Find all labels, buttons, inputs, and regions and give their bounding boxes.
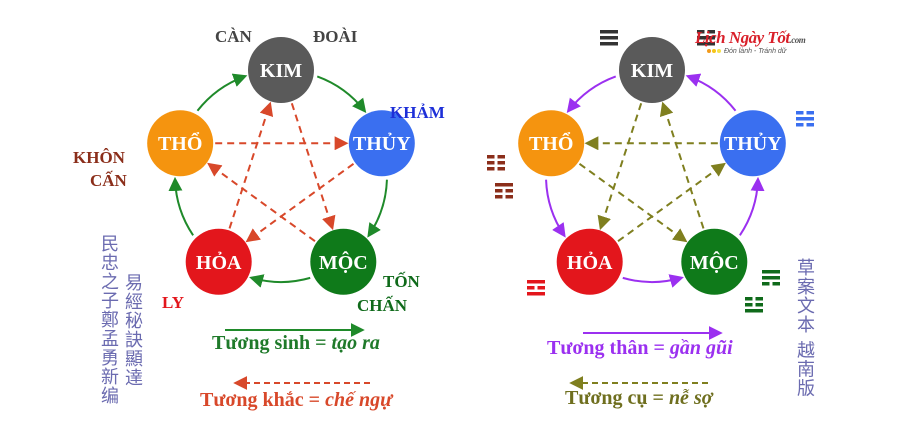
solid-arrow-tho-hoa	[545, 179, 566, 238]
node-tho-circle	[147, 110, 214, 177]
node-moc: MỘC	[310, 228, 377, 295]
trigram-chan-icon	[745, 297, 763, 313]
legend-tuong-than: Tương thân = gần gũi	[547, 337, 733, 360]
node-kim-label: KIM	[260, 60, 302, 82]
label-can2: CẤN	[90, 171, 127, 190]
trigram-can-icon	[600, 30, 618, 46]
node-thuy: THỦY	[719, 110, 786, 177]
trigram-ly-icon	[527, 280, 545, 296]
legend-meaning: gần gũi	[669, 337, 733, 359]
node-moc: MỘC	[681, 228, 748, 295]
dashed-arrow-kim-moc	[290, 102, 336, 231]
legend-meaning: chế ngự	[325, 389, 393, 411]
legend-meaning: tạo ra	[331, 332, 380, 354]
label-kham: KHẢM	[390, 103, 445, 122]
node-hoa-label: HỎA	[567, 251, 613, 274]
logo-brand: Lịch Ngày Tốt	[695, 28, 790, 47]
node-hoa: HỎA	[556, 228, 623, 295]
label-doai: ĐOÀI	[313, 27, 358, 46]
dashed-arrow-thuy-hoa	[245, 163, 355, 243]
label-ton: TỐN	[383, 272, 420, 291]
dashed-arrow-kim-hoa	[597, 102, 643, 231]
node-tho: THỔ	[147, 110, 214, 177]
logo-domain: .com	[789, 35, 806, 45]
site-logo: Lịch Ngày Tốt.com Đón lành - Tránh dữ	[695, 28, 820, 68]
legend-term: Tương thân =	[547, 337, 670, 359]
trigrams	[487, 30, 814, 313]
node-kim-circle	[619, 37, 685, 103]
trigram-can2-icon	[495, 183, 513, 199]
node-tho-label: THỔ	[158, 131, 202, 155]
label-chan: CHẤN	[357, 296, 408, 315]
node-tho-label: THỔ	[529, 131, 573, 155]
node-thuy-circle	[719, 110, 786, 177]
legend-tuong-khac: Tương khắc = chế ngự	[200, 389, 392, 412]
chinese-draft-column: 草案文本 越南版	[794, 258, 815, 398]
trigram-kham-icon	[796, 111, 814, 127]
node-thuy-label: THỦY	[353, 132, 411, 155]
solid-arrow-hoa-moc	[622, 274, 684, 288]
chinese-title-column: 易經秘訣顯達	[122, 273, 143, 387]
node-moc-label: MỘC	[319, 251, 368, 274]
solid-arrow-kim-thuy	[316, 75, 367, 113]
node-tho-circle	[518, 110, 585, 177]
node-hoa: HỎA	[185, 228, 252, 295]
node-kim-circle	[248, 37, 314, 103]
dashed-arrow-tho-moc	[578, 163, 688, 243]
node-moc-label: MỘC	[690, 251, 739, 274]
trigram-khon-icon	[487, 155, 505, 171]
node-moc-circle	[681, 228, 748, 295]
legend-term: Tương cụ =	[565, 387, 669, 409]
dashed-arrow-moc-tho	[207, 162, 316, 242]
node-hoa-circle	[185, 228, 252, 295]
logo-tagline: Đón lành - Tránh dữ	[723, 48, 787, 55]
legend-term: Tương sinh =	[212, 332, 332, 354]
legend-lines	[225, 323, 723, 390]
node-tho: THỔ	[518, 110, 585, 177]
solid-arrow-hoa-tho	[168, 176, 194, 236]
legend-term: Tương khắc =	[200, 389, 326, 411]
label-can: CÀN	[215, 27, 252, 46]
node-thuy-label: THỦY	[724, 132, 782, 155]
chinese-author-column: 民忠之子鄭孟勇新编	[98, 234, 119, 405]
dashed-arrow-hoa-kim	[228, 101, 274, 229]
legend-tuong-cu: Tương cụ = nễ sợ	[565, 387, 712, 410]
label-khon: KHÔN	[73, 148, 125, 167]
trigram-doai-icon	[697, 30, 715, 46]
node-hoa-label: HỎA	[196, 251, 242, 274]
node-moc-circle	[310, 228, 377, 295]
node-thuy-circle	[348, 110, 415, 177]
legend-tuong-sinh: Tương sinh = tạo ra	[212, 332, 380, 355]
solid-arrow-thuy-kim	[685, 73, 737, 112]
legend-meaning: nễ sợ	[668, 387, 713, 409]
dashed-arrow-hoa-thuy	[617, 162, 726, 242]
solid-arrow-moc-hoa	[249, 274, 311, 288]
node-kim-label: KIM	[631, 60, 673, 82]
right-diagram: KIM THỦY MỘC HỎA THỔ	[518, 37, 786, 295]
trigram-ton-icon	[762, 270, 780, 286]
dashed-arrow-moc-kim	[659, 101, 705, 229]
node-hoa-circle	[556, 228, 623, 295]
node-kim: KIM	[248, 37, 314, 103]
node-kim: KIM	[619, 37, 685, 103]
solid-arrow-moc-thuy	[739, 176, 765, 236]
left-diagram: KIM THỦY MỘC HỎA THỔ	[147, 37, 415, 295]
solid-arrow-kim-tho	[566, 75, 617, 113]
node-thuy: THỦY	[348, 110, 415, 177]
label-ly: LY	[162, 293, 185, 312]
solid-arrow-thuy-moc	[367, 179, 388, 238]
solid-arrow-tho-kim	[196, 73, 248, 112]
